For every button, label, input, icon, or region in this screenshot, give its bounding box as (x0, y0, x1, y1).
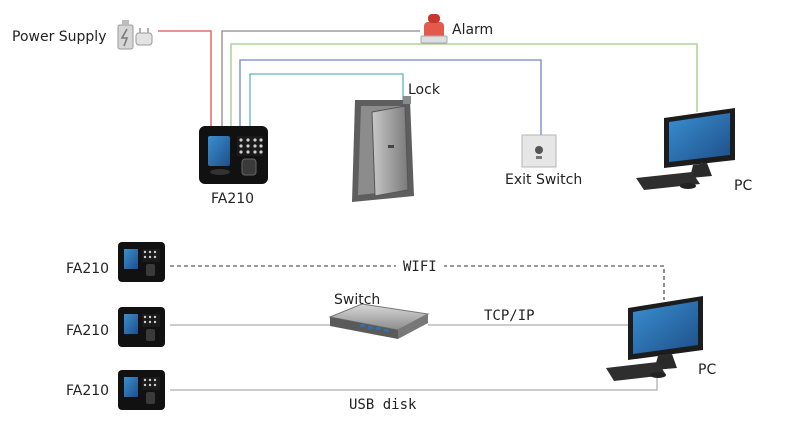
power-supply-label: Power Supply (12, 29, 107, 45)
button-switch-icon (521, 134, 557, 168)
alarm-line (221, 30, 420, 126)
pc-line (230, 43, 698, 126)
fingerprint-terminal-icon (199, 126, 268, 184)
pc-top-label: PC (734, 178, 752, 194)
all-in-one-pc-icon (636, 108, 735, 190)
wifi-line (170, 265, 665, 300)
exit-switch-line (239, 59, 542, 135)
lock-label: Lock (408, 82, 441, 98)
switch-label: Switch (334, 292, 380, 308)
fingerprint-terminal-icon (118, 307, 165, 347)
door-icon (352, 96, 414, 202)
device-row3-label: FA210 (66, 383, 109, 399)
tcpip-label: TCP/IP (484, 308, 535, 324)
power-line (158, 30, 212, 126)
usb-label: USB disk (349, 397, 417, 413)
all-in-one-pc-icon (606, 296, 703, 381)
device-row2-label: FA210 (66, 323, 109, 339)
exit-switch-label: Exit Switch (505, 172, 582, 188)
usb-line (170, 370, 658, 391)
power-supply-icon (117, 20, 153, 50)
siren-icon (420, 14, 448, 44)
alarm-label: Alarm (452, 22, 493, 38)
pc-bottom-label: PC (698, 362, 716, 378)
wifi-label: WIFI (403, 259, 437, 275)
top-wiring (158, 30, 698, 135)
device-row1-label: FA210 (66, 261, 109, 277)
lock-line (249, 73, 404, 126)
device-top-label: FA210 (211, 191, 254, 207)
fingerprint-terminal-icon (118, 242, 165, 282)
fingerprint-terminal-icon (118, 370, 165, 410)
network-switch-icon (328, 303, 430, 339)
